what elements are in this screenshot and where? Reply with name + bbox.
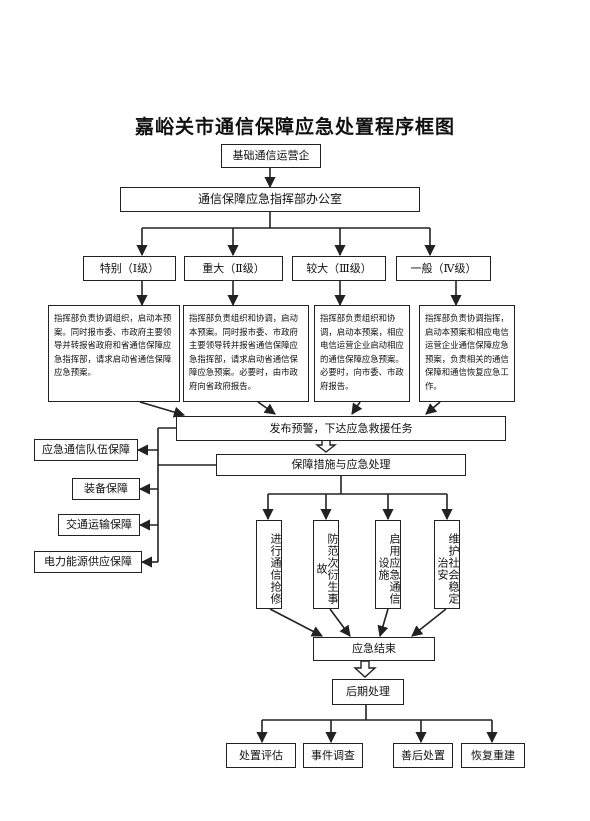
measures-box: 保障措施与应急处理 — [216, 454, 466, 476]
support-box-team: 应急通信队伍保障 — [34, 439, 138, 461]
level-box-3: 较大（Ⅲ级） — [292, 256, 386, 281]
operator-box: 基础通信运营企 — [221, 144, 321, 168]
level-box-2: 重大（Ⅱ级） — [184, 256, 283, 281]
emergency-end-box: 应急结束 — [313, 637, 435, 661]
post-processing-box: 后期处理 — [332, 679, 404, 705]
level-desc-3: 指挥部负责组织和协调，启动本预案，相应电信运营企业启动相应的通信保障应急预案。必… — [314, 305, 410, 402]
action-box-stability: 维护社会稳定治安 — [434, 520, 460, 609]
level-box-1: 特别（Ⅰ级） — [83, 256, 176, 281]
command-office-box: 通信保障应急指挥部办公室 — [120, 187, 420, 212]
action-box-repair: 进行通信抢修 — [256, 520, 282, 609]
action-box-facilities: 启用应急通信设施 — [375, 520, 401, 609]
publish-warning-box: 发布预警，下达应急救援任务 — [176, 416, 506, 441]
support-box-equipment: 装备保障 — [72, 478, 140, 500]
final-box-aftermath: 善后处置 — [393, 743, 453, 768]
action-box-prevent: 防范次衍生事故 — [313, 520, 339, 609]
final-box-evaluation: 处置评估 — [226, 743, 296, 768]
level-desc-4: 指挥部负责协调指挥，启动本预案和相应电信运营企业通信保障应急预案，负责相关的通信… — [419, 305, 515, 402]
level-desc-2: 指挥部负责组织和协调，启动本预案。同时报市委、市政府主要领导转并报省通信保障应急… — [183, 305, 309, 402]
final-box-rebuild: 恢复重建 — [461, 743, 525, 768]
support-box-transport: 交通运输保障 — [58, 514, 140, 536]
level-box-4: 一般（Ⅳ级） — [396, 256, 491, 281]
level-desc-1: 指挥部负责协调组织，启动本预案。同时报市委、市政府主要领导并转报省政府和省通信保… — [48, 305, 180, 402]
page-title: 嘉峪关市通信保障应急处置程序框图 — [134, 116, 455, 138]
support-box-power: 电力能源供应保障 — [34, 551, 142, 573]
final-box-investigation: 事件调查 — [303, 743, 363, 768]
